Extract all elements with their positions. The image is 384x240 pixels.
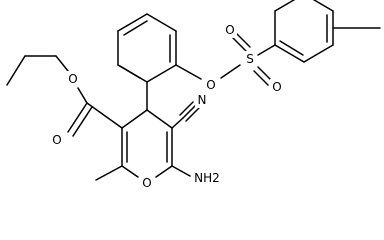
bond-triple-2 <box>179 101 194 116</box>
bond-tolyl-1-inner <box>279 40 304 56</box>
bond-s-o-left-2 <box>235 32 251 48</box>
bond-aryl-1-inner <box>119 65 141 79</box>
ester-oxygen-upper: O <box>68 72 77 86</box>
bond-s-o-right-2 <box>257 66 273 82</box>
bond-aryl-o <box>175 64 202 80</box>
bond-tolyl-5 <box>274 0 296 12</box>
bond-ethyl-ch3 <box>6 55 26 86</box>
bond-carbonyl-o-2 <box>72 106 93 137</box>
bond-aryl-6 <box>146 64 177 83</box>
bond-s-o-right-1 <box>253 70 269 86</box>
bond-c4-c3 <box>121 109 148 129</box>
bond-tolyl-1 <box>274 44 305 63</box>
amino-group: NH2 <box>194 171 220 185</box>
bond-aryl-3-inner <box>123 20 148 36</box>
bond-ring-o-c6 <box>155 165 173 178</box>
bond-c5-c4 <box>146 109 173 129</box>
ester-oxygen-lower: O <box>52 133 61 147</box>
bond-o-s <box>220 64 241 79</box>
bond-aryl-3 <box>117 13 148 32</box>
bond-tolyl-4 <box>312 0 334 12</box>
sulfonyl-oxygen-right: O <box>272 80 281 94</box>
aryl-oxygen: O <box>206 78 215 92</box>
bond-triple-1 <box>182 104 197 119</box>
bond-o-carbonyl <box>77 87 88 104</box>
atom-label-layer: O O N O NH2 O S O O <box>50 22 284 191</box>
bond-c2-ring-o <box>121 165 139 178</box>
bond-triple-3 <box>185 107 200 122</box>
bond-aryl-4 <box>146 13 177 32</box>
sulfonyl-oxygen-left: O <box>225 23 234 37</box>
bond-layer <box>6 0 381 181</box>
bond-carbonyl-c3 <box>86 102 123 129</box>
bond-carbonyl-o-1 <box>67 102 88 133</box>
sulfur-atom: S <box>246 52 254 66</box>
bond-tolyl-2 <box>303 44 334 63</box>
bond-c2-methyl <box>95 165 123 181</box>
bond-s-o-left-1 <box>231 36 247 52</box>
bond-c5-cn <box>171 117 184 129</box>
bond-c6-amino <box>171 165 191 177</box>
bond-ch2-o <box>55 55 69 72</box>
nitrile-nitrogen: N <box>198 93 207 107</box>
bond-s-tolyl <box>257 44 276 56</box>
ring-oxygen: O <box>142 176 151 190</box>
